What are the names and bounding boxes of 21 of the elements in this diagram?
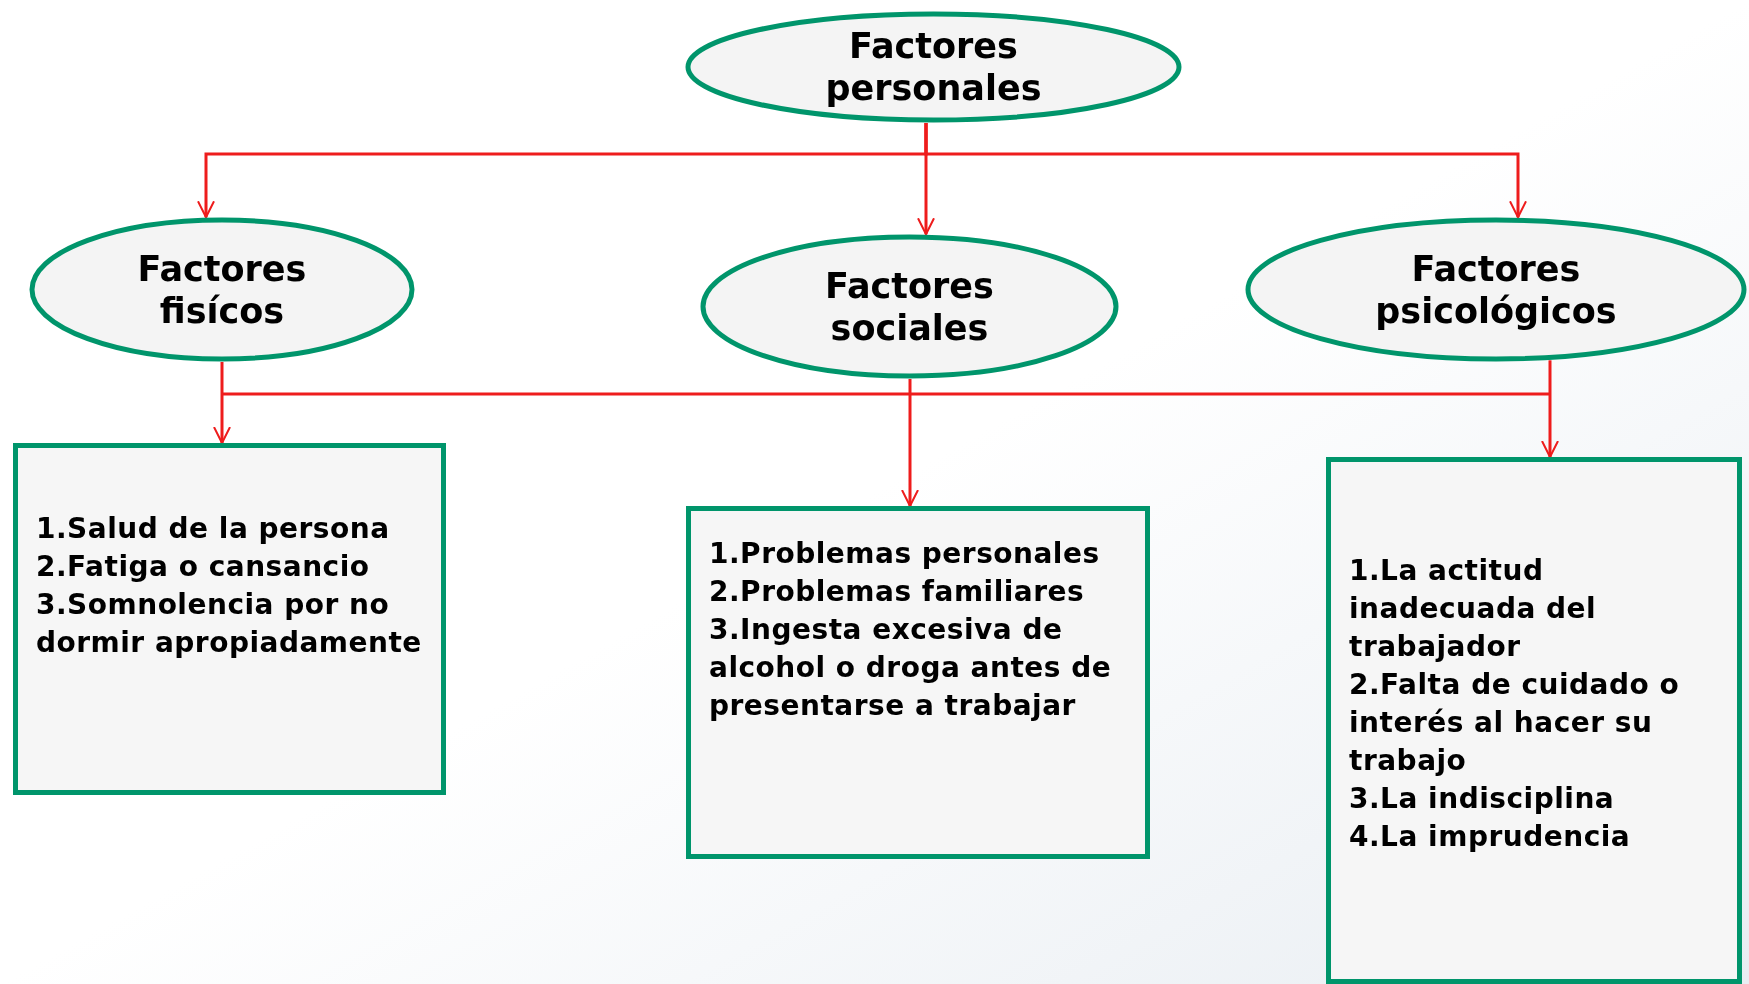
list-item: 2.Fatiga o cansancio bbox=[36, 549, 371, 585]
list-box bbox=[1326, 457, 1742, 984]
list-item: 3.Somnolencia por no dormir apropiadamente bbox=[36, 587, 423, 661]
arrow bbox=[213, 362, 231, 444]
list-item: 1.Salud de la persona bbox=[36, 511, 391, 547]
arrow bbox=[924, 122, 1527, 219]
list-item: 2.Falta de cuidado o interés al hacer su trabajo bbox=[1349, 667, 1681, 779]
list-item: 2.Problemas familiares bbox=[709, 574, 1086, 610]
node-title: Factores psicológicos bbox=[1374, 247, 1618, 332]
node-title: Factores personales bbox=[824, 25, 1043, 109]
list-item: 1.Problemas personales bbox=[709, 536, 1101, 572]
arrow bbox=[901, 379, 919, 507]
list-item: 3.Ingesta excesiva de alcohol o droga antes de presentarse a trabajar bbox=[709, 612, 1113, 724]
node-title: Factores sociales bbox=[824, 264, 995, 349]
list-box bbox=[13, 443, 446, 795]
arrow bbox=[1541, 360, 1559, 458]
list-item: 3.La indisciplina bbox=[1349, 781, 1616, 817]
list-item: 4.La imprudencia bbox=[1349, 819, 1632, 855]
list-item: 1.La actitud inadecuada del trabajador bbox=[1349, 553, 1598, 665]
node-title: Factores fisícos bbox=[136, 247, 308, 332]
list-box bbox=[686, 506, 1150, 859]
